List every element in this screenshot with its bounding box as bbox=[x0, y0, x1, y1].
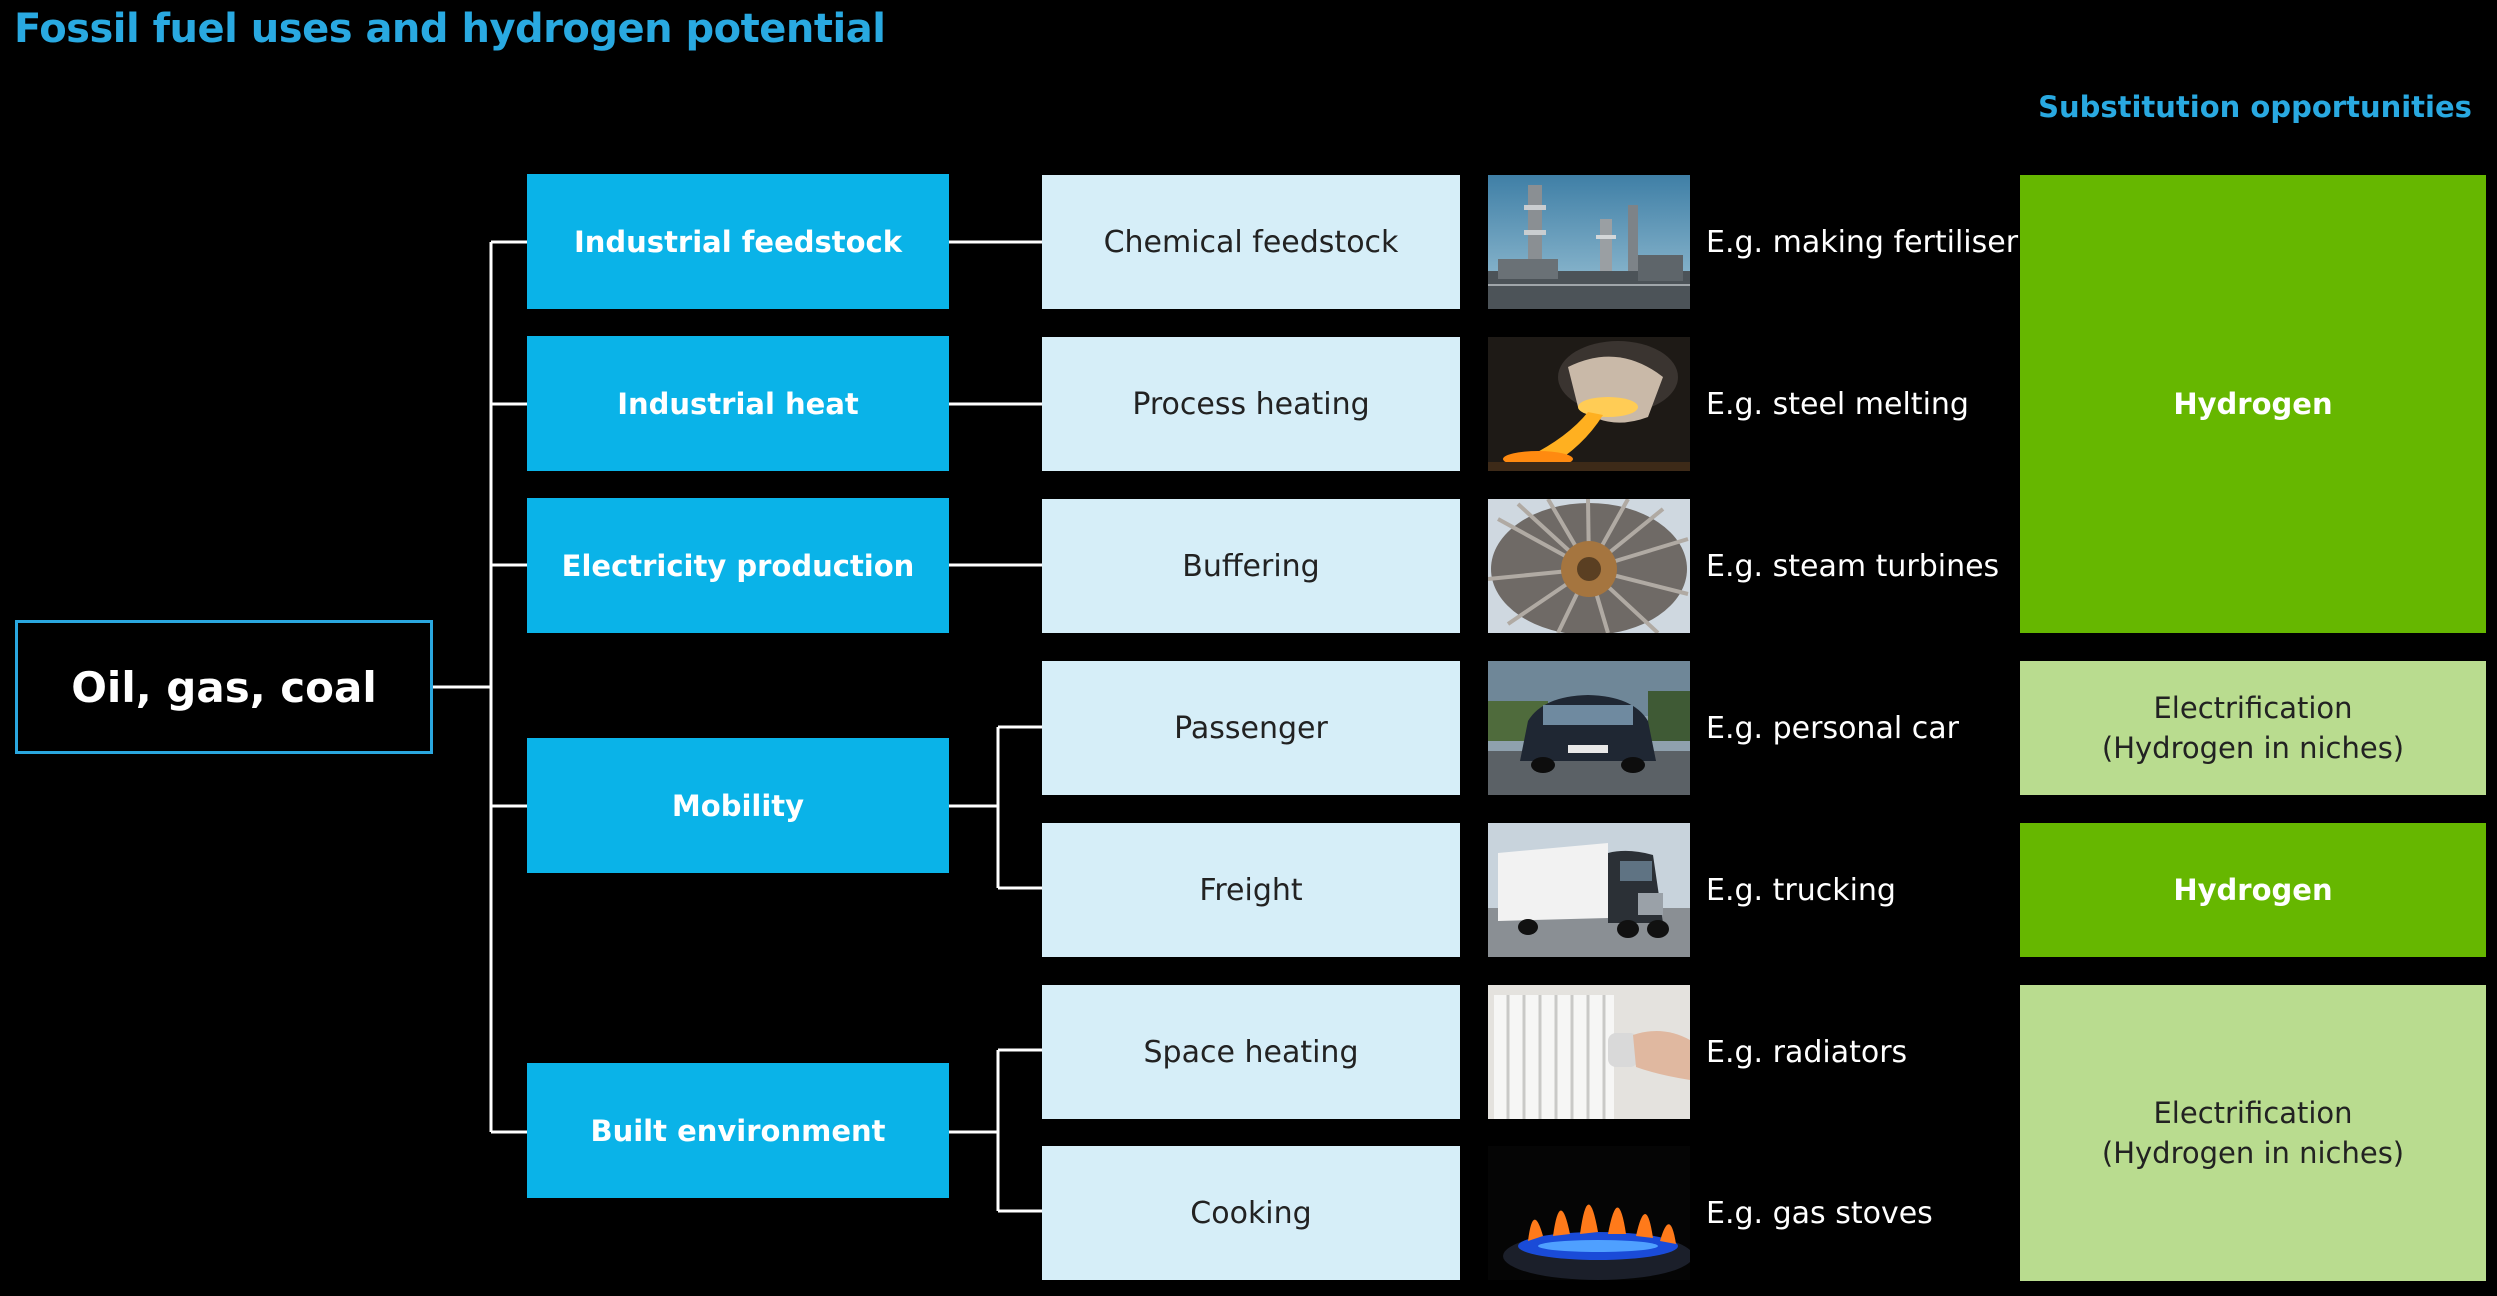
use-passenger: Passenger bbox=[1042, 661, 1460, 795]
car-photo bbox=[1488, 661, 1690, 795]
substitution-label: Electrification bbox=[2153, 691, 2353, 725]
example-radiators: E.g. radiators bbox=[1706, 1034, 1908, 1070]
category-industrial-feedstock: Industrial feedstock bbox=[527, 174, 949, 309]
chemical-plant-photo bbox=[1488, 175, 1690, 309]
example-making-fertiliser: E.g. making fertiliser bbox=[1706, 224, 2019, 260]
substitution-label: Hydrogen bbox=[2173, 387, 2333, 421]
gas-flame-photo bbox=[1488, 1146, 1690, 1280]
substitution-electrification-passenger: Electrification (Hydrogen in niches) bbox=[2020, 661, 2486, 795]
use-buffering: Buffering bbox=[1042, 499, 1460, 633]
example-steam-turbines: E.g. steam turbines bbox=[1706, 548, 2000, 584]
example-steel-melting: E.g. steel melting bbox=[1706, 386, 1969, 422]
example-trucking: E.g. trucking bbox=[1706, 872, 1896, 908]
category-built-environment: Built environment bbox=[527, 1063, 949, 1198]
example-gas-stoves: E.g. gas stoves bbox=[1706, 1195, 1933, 1231]
radiator-photo bbox=[1488, 985, 1690, 1119]
substitution-header: Substitution opportunities bbox=[2038, 90, 2472, 124]
page-title: Fossil fuel uses and hydrogen potential bbox=[14, 6, 886, 52]
turbine-photo bbox=[1488, 499, 1690, 633]
substitution-hydrogen-freight: Hydrogen bbox=[2020, 823, 2486, 957]
use-cooking: Cooking bbox=[1042, 1146, 1460, 1280]
substitution-hydrogen-industry: Hydrogen bbox=[2020, 175, 2486, 633]
use-chemical-feedstock: Chemical feedstock bbox=[1042, 175, 1460, 309]
category-electricity-production: Electricity production bbox=[527, 498, 949, 633]
example-personal-car: E.g. personal car bbox=[1706, 710, 1959, 746]
substitution-label: Hydrogen bbox=[2173, 873, 2333, 907]
category-industrial-heat: Industrial heat bbox=[527, 336, 949, 471]
molten-steel-photo bbox=[1488, 337, 1690, 471]
use-process-heating: Process heating bbox=[1042, 337, 1460, 471]
category-mobility: Mobility bbox=[527, 738, 949, 873]
substitution-label: Electrification bbox=[2153, 1096, 2353, 1130]
truck-photo bbox=[1488, 823, 1690, 957]
substitution-electrification-built: Electrification (Hydrogen in niches) bbox=[2020, 985, 2486, 1281]
substitution-sublabel: (Hydrogen in niches) bbox=[2101, 1136, 2405, 1170]
use-freight: Freight bbox=[1042, 823, 1460, 957]
root-node: Oil, gas, coal bbox=[15, 620, 433, 754]
substitution-sublabel: (Hydrogen in niches) bbox=[2101, 731, 2405, 765]
use-space-heating: Space heating bbox=[1042, 985, 1460, 1119]
